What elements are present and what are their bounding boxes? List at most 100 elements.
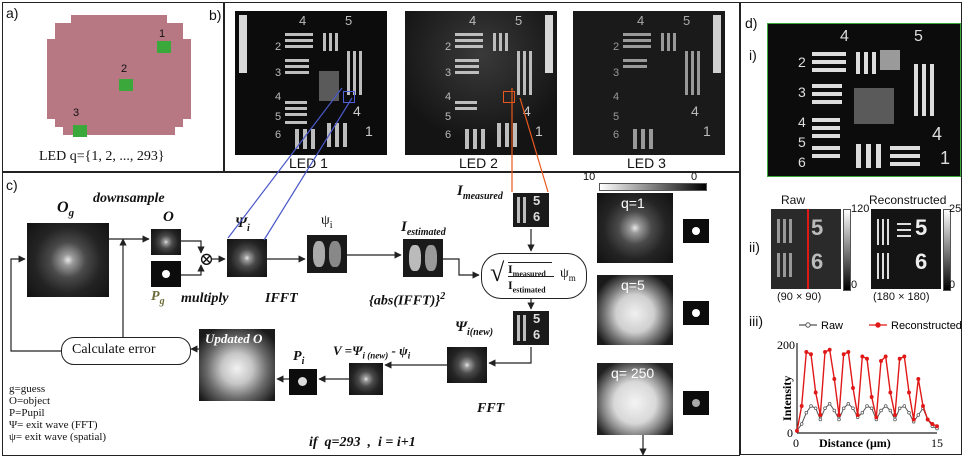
data-point-reconstructed — [860, 354, 865, 359]
led-2-marker — [119, 79, 133, 91]
psi-updated-spatial-image: 5 6 — [513, 311, 549, 345]
q5-pupil-image — [683, 301, 709, 325]
rec-zoom-image: 5 6 — [871, 209, 941, 289]
data-point-reconstructed — [809, 352, 813, 357]
led2-target-image: 4 5 2 3 4 5 6 4 1 — [405, 11, 557, 155]
data-point-raw — [883, 404, 888, 408]
data-point-reconstructed — [888, 390, 893, 395]
ratio-denominator: Iestimated — [508, 278, 546, 295]
calculate-error-box: Calculate error — [61, 337, 191, 365]
symbol-legend: g=guess O=object P=Pupil Ψ= exit wave (F… — [9, 383, 107, 443]
rec-size: (180 × 180) — [873, 291, 930, 303]
og-fft-image — [27, 223, 109, 297]
data-point-reconstructed — [907, 390, 911, 395]
data-point-reconstructed — [799, 404, 804, 408]
psi-spatial-image — [307, 235, 347, 273]
data-point-reconstructed — [823, 350, 827, 354]
psi-m-label: ψm — [560, 266, 576, 283]
raw-size: (90 × 90) — [777, 291, 822, 303]
data-point-raw — [893, 417, 897, 422]
downsample-label: downsample — [93, 191, 165, 206]
data-point-raw — [823, 406, 827, 410]
panel-d-label: d) — [745, 15, 758, 31]
led1-roi-box — [343, 91, 355, 103]
data-point-reconstructed — [916, 377, 921, 381]
data-point-reconstructed — [935, 424, 939, 429]
data-point-reconstructed — [855, 413, 860, 417]
data-point-raw — [888, 408, 893, 413]
data-point-reconstructed — [930, 422, 935, 426]
data-point-raw — [865, 404, 869, 408]
data-point-raw — [869, 406, 874, 410]
data-point-reconstructed — [818, 413, 823, 417]
q250-pupil-image — [683, 391, 709, 415]
data-point-raw — [879, 408, 883, 413]
data-point-raw — [902, 404, 907, 408]
data-point-reconstructed — [897, 356, 902, 361]
x-tick-max: 15 — [931, 436, 943, 450]
data-point-raw — [804, 410, 809, 415]
flow-arrows — [10, 229, 647, 455]
legend-marker-reconstructed — [875, 322, 881, 328]
data-point-reconstructed — [911, 417, 916, 422]
led3-target-image: 4 5 2 3 4 5 6 4 1 — [573, 11, 725, 155]
led-disk — [47, 15, 191, 135]
led1-caption: LED 1 — [289, 155, 328, 171]
data-point-reconstructed — [925, 417, 930, 422]
o-fft-image — [151, 229, 181, 255]
q1-fft-image: q=1 — [597, 193, 673, 263]
data-point-reconstructed — [795, 428, 799, 433]
q5-fft-image: q=5 — [597, 275, 673, 345]
data-point-raw — [851, 406, 855, 410]
fft-label: FFT — [477, 401, 505, 416]
reconstructed-target-image: 4 5 2 3 4 5 6 4 1 — [767, 23, 961, 177]
led2-roi-box — [503, 91, 515, 103]
loop-condition: if q=293 , i = i+1 — [309, 435, 416, 450]
data-point-reconstructed — [879, 359, 883, 363]
data-point-raw — [897, 406, 902, 410]
pg-label: Pg — [151, 289, 165, 307]
data-point-raw — [813, 406, 818, 410]
panel-d-sub-ii: ii) — [749, 239, 760, 255]
legend-label-raw: Raw — [821, 320, 843, 332]
q250-fft-image: q= 250 — [597, 363, 673, 435]
rec-colorbar-max: 25 — [949, 203, 962, 215]
raw-colorbar-max: 120 — [851, 203, 870, 215]
rec-colorbar-min: 0 — [949, 279, 956, 291]
data-point-raw — [841, 406, 846, 410]
data-point-reconstructed — [865, 356, 869, 361]
pupil-g-image — [151, 261, 181, 287]
i-measured-label: Imeasured — [457, 183, 503, 202]
data-point-reconstructed — [883, 354, 888, 359]
series-line-raw — [796, 402, 938, 432]
raw-colorbar-min: 0 — [851, 279, 858, 291]
data-point-raw — [837, 417, 841, 422]
o-label: O — [163, 209, 174, 225]
colorbar-tick-min: 0 — [691, 171, 698, 183]
data-point-raw — [809, 404, 813, 408]
data-point-raw — [916, 413, 921, 417]
panel-d: d) i) 4 5 2 3 4 5 6 4 1 — [740, 2, 962, 455]
i-estimated-image — [403, 239, 443, 277]
data-point-raw — [860, 410, 865, 415]
abs-ifft-label: {abs(IFFT)}2 — [369, 291, 446, 309]
fft-colorbar — [599, 183, 707, 191]
data-point-raw — [818, 417, 823, 422]
led2-caption: LED 2 — [459, 155, 498, 171]
panel-b: b) 4 5 2 3 4 5 6 4 1 LED 1 — [209, 2, 740, 172]
ifft-label: IFFT — [265, 291, 298, 306]
y-tick-max: 200 — [777, 338, 795, 352]
raw-zoom-image: 5 6 — [771, 209, 841, 289]
led-2-number: 2 — [121, 63, 128, 75]
panel-d-sub-iii: iii) — [749, 313, 763, 329]
data-point-raw — [832, 408, 837, 413]
panel-c: c) Og downsample O Pg ⊗ multiply Ψi IFFT… — [2, 171, 740, 456]
panel-c-label: c) — [6, 177, 18, 193]
pi-label: Pi — [293, 349, 305, 367]
data-point-reconstructed — [869, 395, 874, 399]
y-tick-min: 0 — [787, 426, 793, 440]
colorbar-tick-max: 10 — [583, 171, 596, 183]
psi-new-label: Ψi(new) — [455, 319, 494, 338]
updated-o-label: Updated O — [205, 331, 263, 346]
